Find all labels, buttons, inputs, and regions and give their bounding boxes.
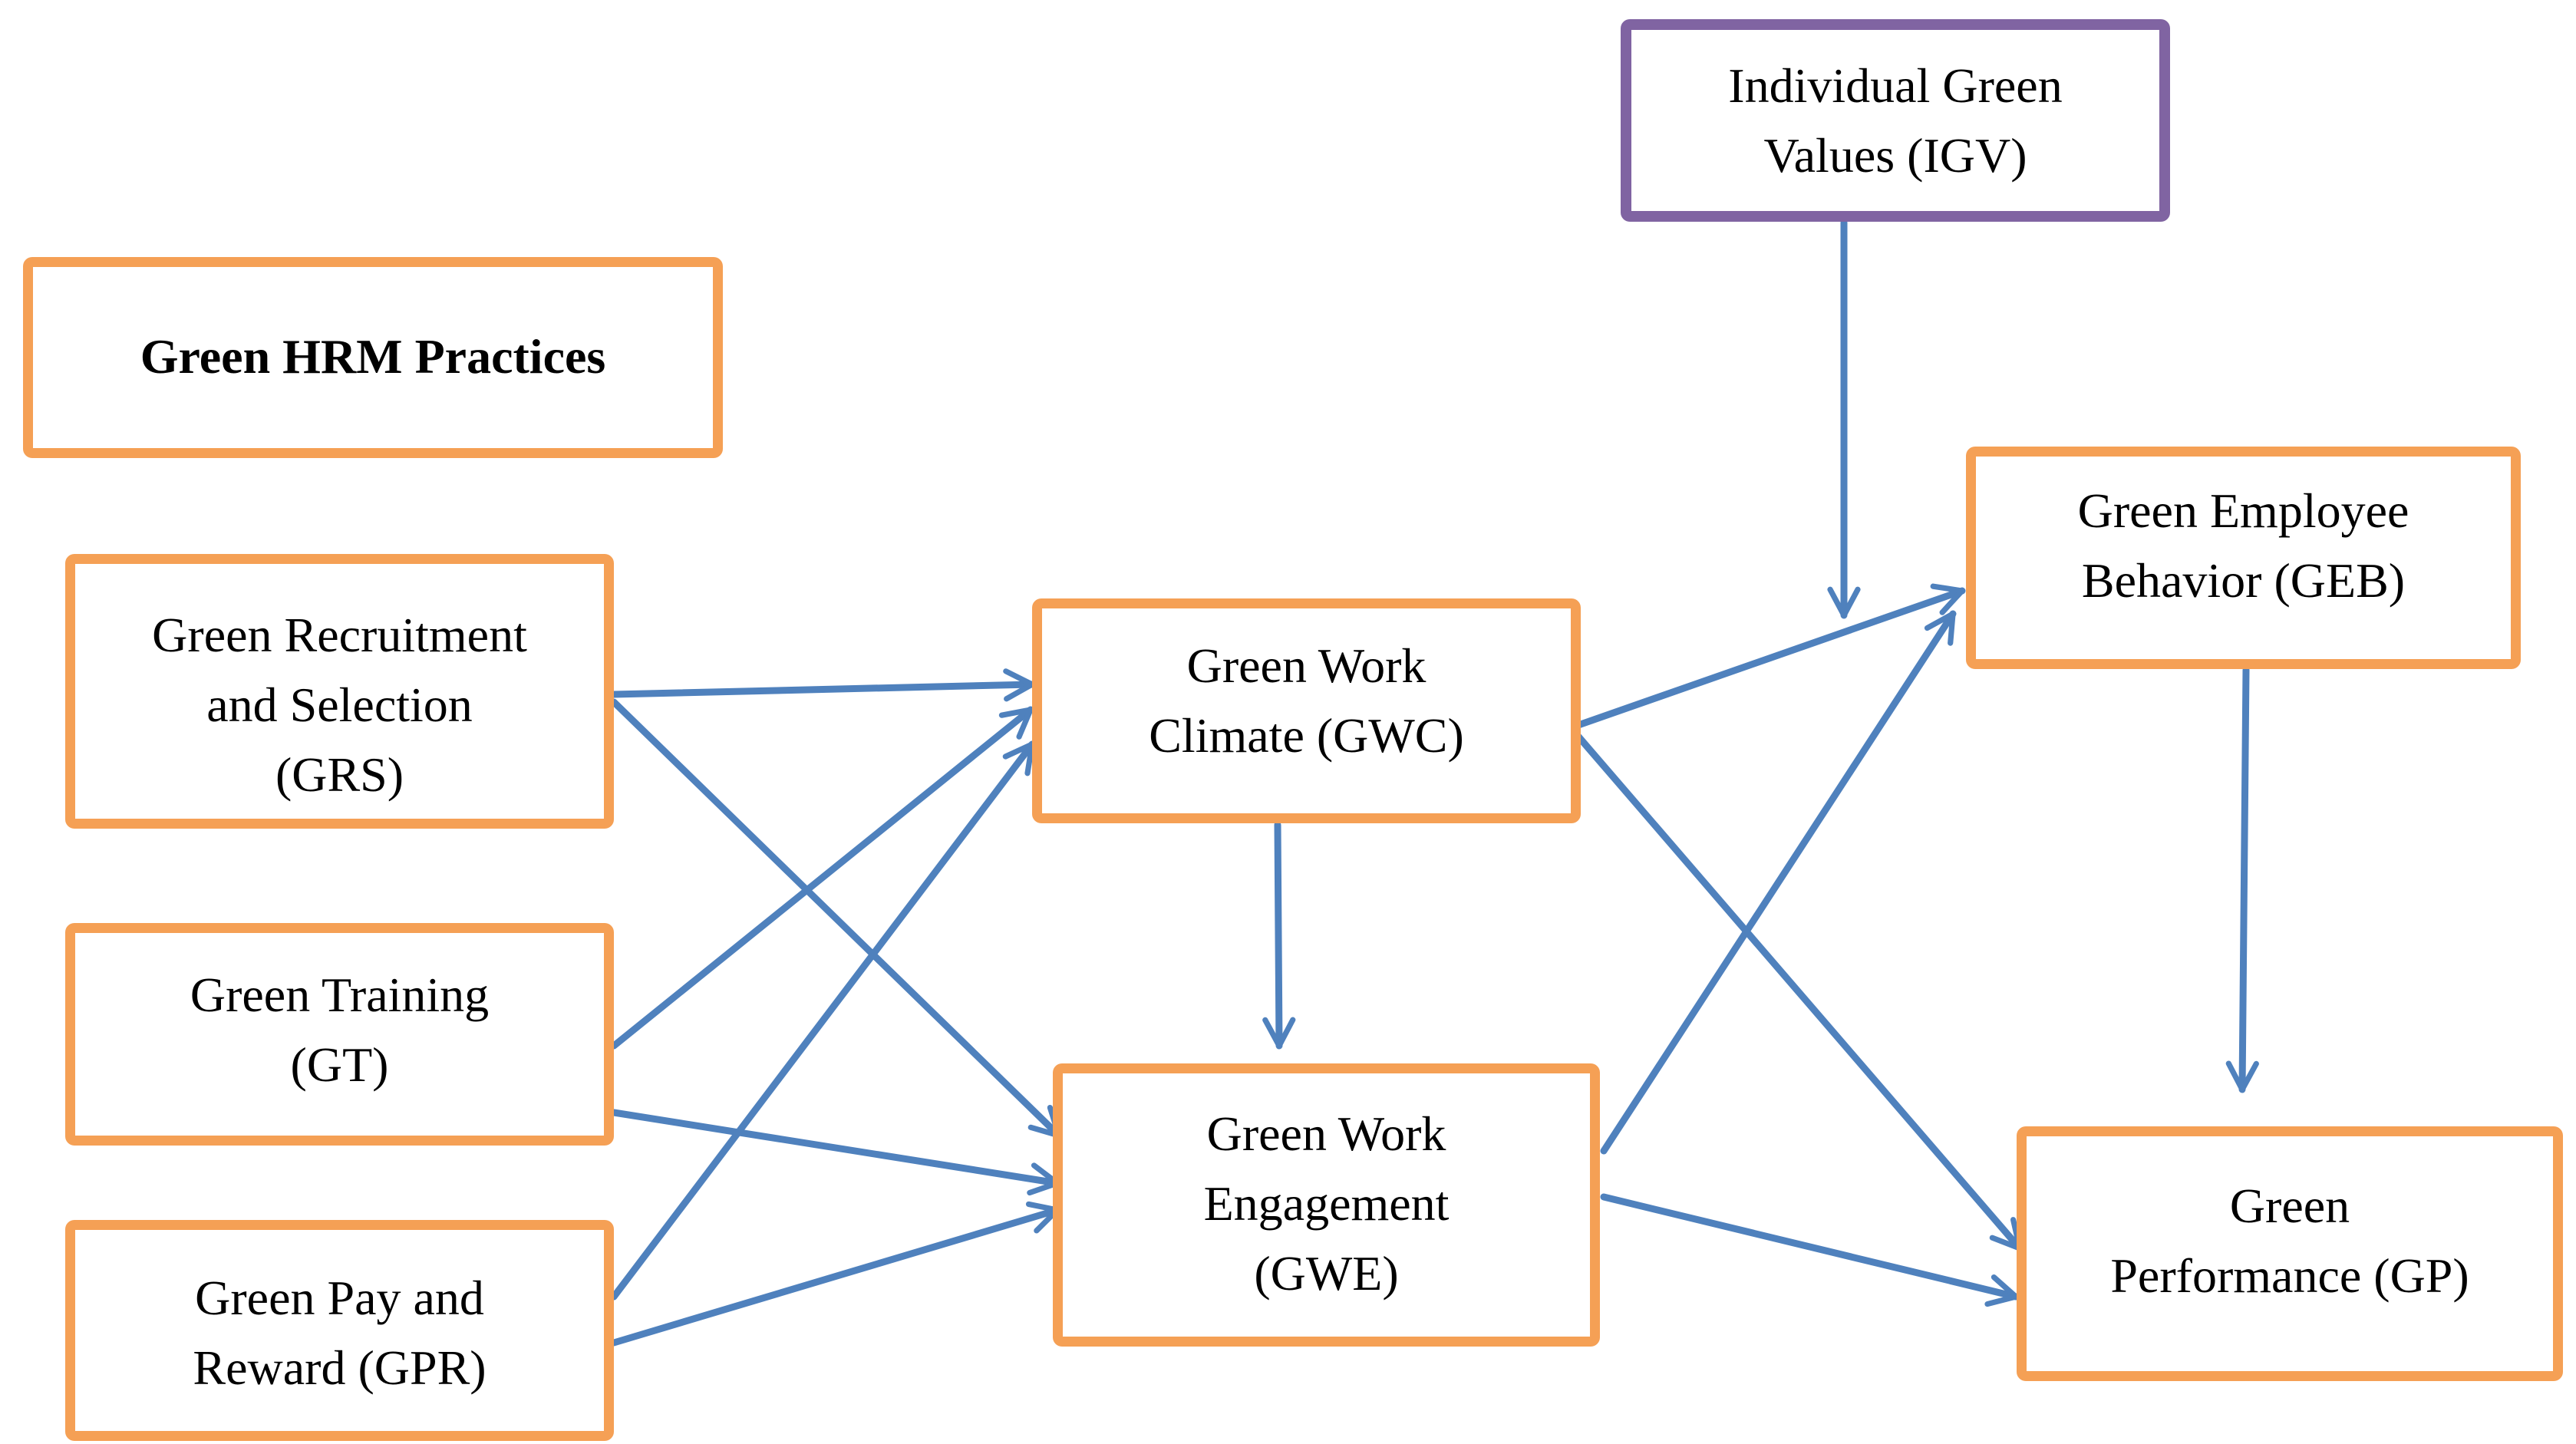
green-employee-behavior-label: Green Employee Behavior (GEB) xyxy=(2077,483,2409,608)
individual-green-values-label: Individual Green Values (IGV) xyxy=(1728,58,2063,183)
arrow-gwc-gp xyxy=(1575,733,2024,1252)
arrow-geb-gp xyxy=(2225,666,2259,1093)
arrow-gpr-gwc xyxy=(610,740,1036,1301)
arrow-grs-gwc xyxy=(610,668,1036,702)
green-recruitment-selection-box: Green Recruitment and Selection (GRS) xyxy=(65,554,614,829)
green-work-engagement-box: Green Work Engagement (GWE) xyxy=(1053,1063,1600,1347)
green-pay-reward-label: Green Pay and Reward (GPR) xyxy=(193,1271,487,1395)
arrow-gwe-gp xyxy=(1600,1193,2020,1307)
green-performance-label: Green Performance (GP) xyxy=(2110,1179,2469,1303)
individual-green-values-box: Individual Green Values (IGV) xyxy=(1621,19,2170,222)
green-work-climate-label: Green Work Climate (GWC) xyxy=(1149,638,1464,763)
arrow-gpr-gwe xyxy=(610,1201,1061,1347)
arrow-grs-gwe xyxy=(610,698,1063,1139)
arrow-gwc-gwe xyxy=(1262,821,1296,1050)
green-hrm-practices-box: Green HRM Practices xyxy=(23,257,723,458)
green-employee-behavior-box: Green Employee Behavior (GEB) xyxy=(1966,447,2521,669)
arrow-gwc-geb xyxy=(1575,583,1966,729)
green-work-engagement-label: Green Work Engagement (GWE) xyxy=(1203,1106,1450,1301)
green-training-box: Green Training (GT) xyxy=(65,923,614,1146)
arrow-gwe-geb xyxy=(1600,610,1957,1155)
green-recruitment-selection-label: Green Recruitment and Selection (GRS) xyxy=(152,608,527,802)
arrow-gt-gwc xyxy=(610,706,1034,1050)
green-pay-reward-box: Green Pay and Reward (GPR) xyxy=(65,1220,614,1441)
green-work-climate-box: Green Work Climate (GWC) xyxy=(1032,598,1581,823)
green-performance-box: Green Performance (GP) xyxy=(2017,1126,2563,1381)
green-hrm-practices-label: Green HRM Practices xyxy=(140,329,606,384)
green-training-label: Green Training (GT) xyxy=(190,968,490,1092)
arrow-gt-gwe xyxy=(610,1109,1061,1196)
